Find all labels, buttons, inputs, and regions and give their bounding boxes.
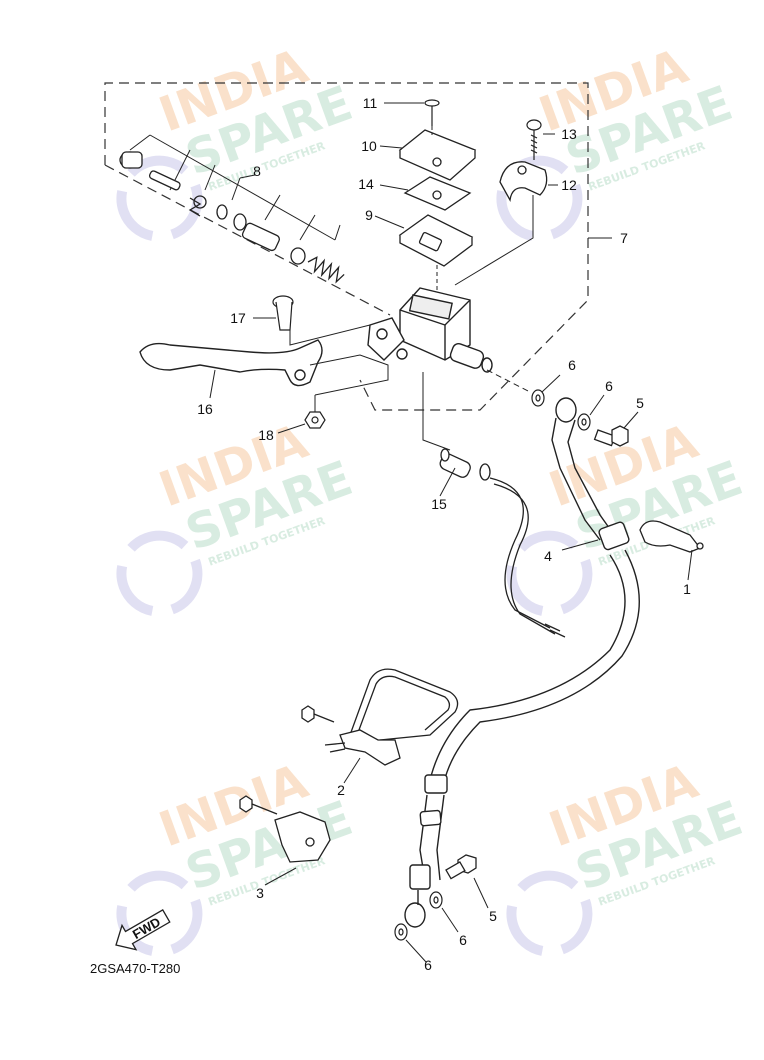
bracket-3 — [239, 795, 331, 863]
callout-5b: 5 — [489, 908, 497, 924]
callout-4: 4 — [544, 548, 552, 564]
holder-12 — [499, 161, 548, 203]
washer-6a — [531, 389, 545, 407]
callout-2: 2 — [337, 782, 345, 798]
callout-3: 3 — [256, 885, 264, 901]
callout-14: 14 — [358, 176, 374, 192]
master-cylinder-body — [367, 287, 493, 373]
callout-6d: 6 — [424, 957, 432, 973]
washer-6d — [394, 923, 408, 941]
callout-10: 10 — [361, 138, 377, 154]
watermark-6: INDIA SPARE REBUILD TOGETHER — [506, 753, 750, 957]
diaphragm-9 — [398, 214, 474, 267]
clamp-1 — [639, 520, 704, 553]
switch-guide — [422, 372, 451, 451]
leader-8-bracket — [129, 134, 341, 241]
callout-6c: 6 — [459, 932, 467, 948]
lever-guides — [289, 324, 389, 412]
callout-5a: 5 — [636, 395, 644, 411]
callout-15: 15 — [431, 496, 447, 512]
callout-16: 16 — [197, 401, 213, 417]
bolt-5a — [593, 425, 629, 447]
watermark-3: INDIA SPARE REBUILD TOGETHER — [116, 413, 360, 617]
watermark-1: INDIA SPARE REBUILD TOGETHER — [116, 38, 360, 242]
callout-13: 13 — [561, 126, 577, 142]
callout-18: 18 — [258, 427, 274, 443]
switch-wires — [489, 477, 566, 638]
switch-15 — [439, 448, 491, 481]
callout-11: 11 — [363, 95, 378, 111]
callout-9: 9 — [365, 207, 373, 223]
diagram-code: 2GSA470-T280 — [90, 961, 180, 976]
screw-11 — [424, 99, 440, 126]
holder-guide — [454, 195, 534, 286]
callout-1: 1 — [683, 581, 691, 597]
screw-17 — [272, 295, 294, 331]
nut-18 — [304, 411, 326, 429]
watermark-2: INDIA SPARE REBUILD TOGETHER — [496, 38, 740, 242]
plate-14 — [403, 176, 472, 211]
callout-7: 7 — [620, 230, 628, 246]
callout-12: 12 — [561, 177, 577, 193]
bolt-5b — [445, 854, 477, 880]
leader-lines — [209, 102, 693, 963]
callout-17: 17 — [230, 310, 246, 326]
brake-hose-4 — [404, 397, 640, 928]
reservoir-cap-10 — [398, 129, 477, 181]
callout-6a: 6 — [568, 357, 576, 373]
bolt-13 — [526, 119, 542, 160]
washer-6b — [577, 413, 591, 431]
callout-6b: 6 — [605, 378, 613, 394]
callouts: 1 2 3 4 5 5 6 6 6 6 7 8 9 10 11 12 13 14… — [197, 95, 691, 973]
piston-kit — [119, 134, 345, 284]
callout-8: 8 — [253, 163, 261, 179]
hose-guide-2 — [301, 668, 459, 766]
lever-16 — [139, 339, 323, 387]
washer-6c — [429, 891, 443, 909]
